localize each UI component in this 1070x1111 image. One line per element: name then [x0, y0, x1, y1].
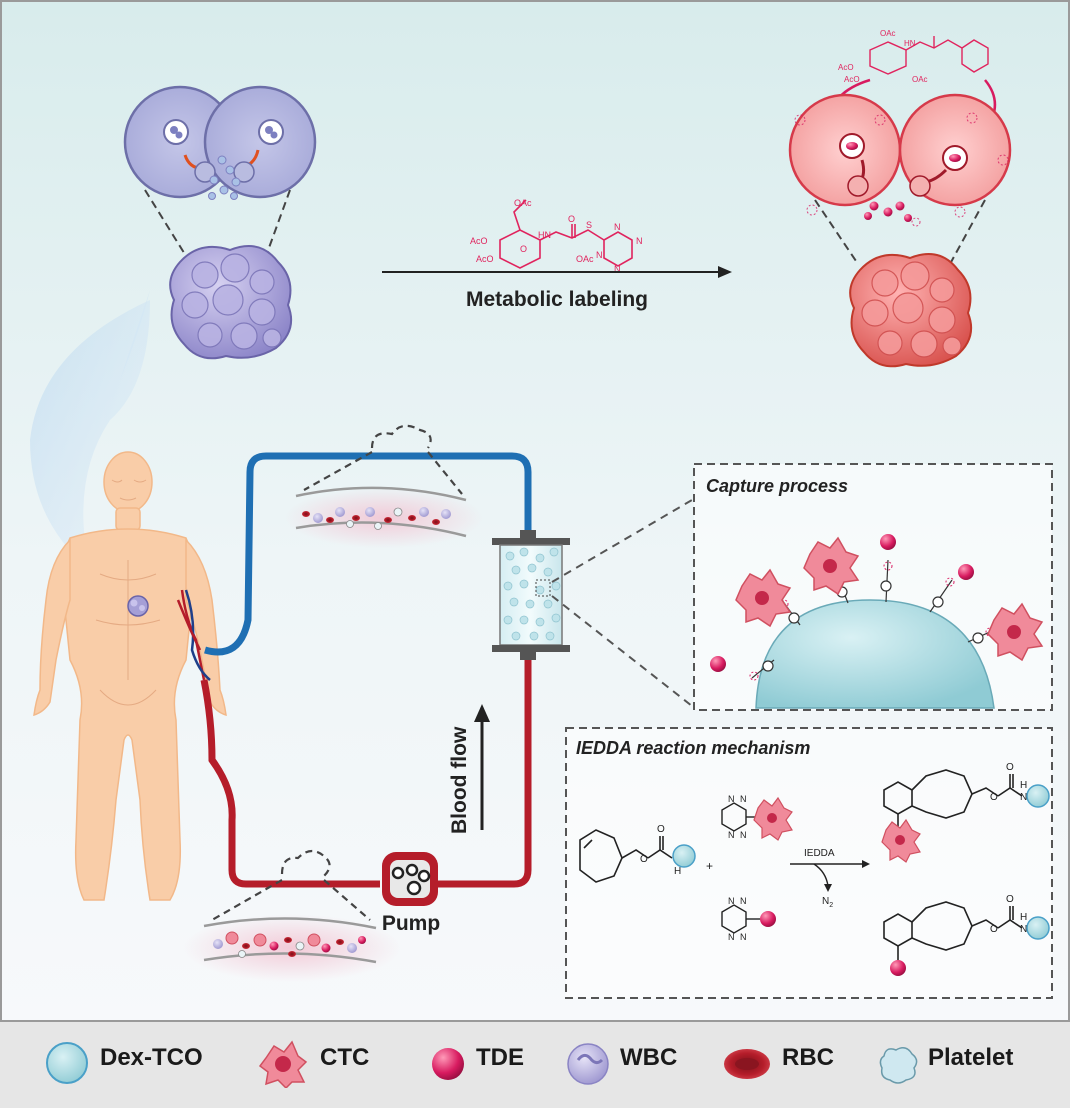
light-beam	[30, 300, 150, 570]
chem-label-o-p2: O	[990, 924, 998, 935]
chem-label-aco-3: AcO	[838, 63, 854, 72]
iedda-title: IEDDA reaction mechanism	[576, 738, 810, 758]
chem-label-oac-2: OAc	[576, 254, 594, 264]
chem-label-tz1-n2: N	[740, 794, 747, 804]
capture-process-box: Capture process	[693, 463, 1053, 711]
chem-label-o2-p1: O	[1006, 762, 1014, 773]
chem-label-o2-p2: O	[1006, 894, 1014, 905]
chem-label-aco-1: AcO	[470, 236, 488, 246]
body-tumor	[127, 595, 149, 617]
chem-label-n-1: N	[614, 222, 621, 232]
chemical-structure-center	[499, 199, 633, 269]
legend-item-wbc: WBC	[566, 1022, 706, 1108]
n2-label: N2	[822, 896, 833, 909]
iedda-arrow-label: IEDDA	[804, 848, 835, 859]
chem-label-h-tco: H	[674, 866, 681, 877]
chem-label-hn-2: HN	[904, 39, 916, 48]
iedda-box: IEDDA reaction mechanism O O H N + N N N…	[565, 727, 1053, 999]
vessel-view-top	[284, 424, 484, 548]
chem-label-tz1-n4: N	[740, 830, 747, 840]
cell-right	[203, 85, 317, 199]
vessel-view-bottom	[182, 849, 402, 982]
blood-flow-arrow-head	[474, 704, 490, 722]
blue-tubing	[204, 452, 532, 656]
chem-label-o-ring-1: O	[520, 244, 527, 254]
chem-label-o-1: O	[568, 214, 575, 224]
chem-label-tz2-n1: N	[728, 896, 735, 906]
exosomes-labeled	[864, 201, 912, 222]
chemical-structure-top-right	[869, 36, 989, 75]
legend-label-rbc: RBC	[782, 1044, 834, 1071]
chem-label-oac-1: OAc	[514, 198, 532, 208]
labeled-cells-group: OAc AcO AcO OAc HN	[788, 29, 1012, 368]
legend-label-ctc: CTC	[320, 1044, 370, 1071]
arm-vessels	[176, 589, 211, 681]
chem-label-n-p2: N	[1020, 924, 1027, 935]
legend-label-tde: TDE	[476, 1044, 524, 1071]
capture-column	[492, 499, 693, 707]
chem-label-n-2: N	[636, 236, 643, 246]
chem-label-n-p1: N	[1020, 792, 1027, 803]
tumor-unlabeled	[169, 245, 292, 360]
chem-label-tz1-n1: N	[728, 794, 735, 804]
blood-flow-label: Blood flow	[448, 726, 471, 834]
legend-label-wbc: WBC	[620, 1044, 678, 1071]
chem-label-aco-2: AcO	[476, 254, 494, 264]
chem-label-hn-1: HN	[538, 230, 551, 240]
chem-label-o-p1: O	[990, 792, 998, 803]
legend-label-platelet: Platelet	[928, 1044, 1014, 1071]
chem-label-o-tco: O	[640, 854, 648, 865]
legend-item-dex-tco: Dex-TCO	[44, 1022, 234, 1108]
legend-item-ctc: CTC	[258, 1022, 398, 1108]
legend-bar: Dex-TCO CTC TDE WBC RBC	[0, 1020, 1070, 1108]
chem-label-oac-4: OAc	[912, 75, 928, 84]
chem-label-s-1: S	[586, 220, 592, 230]
chem-label-h-p2: H	[1020, 912, 1027, 923]
chem-label-tz2-n3: N	[728, 932, 735, 942]
human-body	[33, 451, 227, 901]
chem-label-n-3: N	[614, 264, 621, 274]
plus-sign: +	[706, 859, 713, 873]
legend-item-rbc: RBC	[722, 1022, 862, 1108]
chem-label-tz2-n4: N	[740, 932, 747, 942]
red-tubing-right	[436, 658, 532, 888]
chem-label-n-4: N	[596, 250, 603, 260]
capture-process-title: Capture process	[706, 476, 848, 496]
platelet-icon	[879, 1047, 918, 1084]
wbc-icon	[567, 1043, 609, 1085]
ctc-icon	[258, 1040, 308, 1088]
tumor-labeled	[849, 253, 972, 368]
pump	[382, 852, 438, 906]
tde-icon	[432, 1048, 464, 1080]
exosomes-unlabeled	[208, 155, 241, 200]
chem-label-h-p1: H	[1020, 780, 1027, 791]
red-tubing-left	[200, 679, 380, 888]
dex-tco-icon	[46, 1042, 88, 1084]
chem-label-oac-3: OAc	[880, 29, 896, 38]
legend-item-tde: TDE	[430, 1022, 570, 1108]
rbc-icon	[724, 1049, 770, 1079]
chem-label-aco-4: AcO	[844, 75, 860, 84]
pump-label: Pump	[382, 912, 440, 935]
legend-item-platelet: Platelet	[876, 1022, 1056, 1108]
legend-label-dex-tco: Dex-TCO	[100, 1044, 203, 1071]
chem-label-o-carbonyl: O	[657, 824, 665, 835]
chem-label-tz1-n3: N	[728, 830, 735, 840]
metabolic-labeling-label: Metabolic labeling	[466, 288, 648, 311]
unlabeled-cells-group	[123, 85, 317, 360]
metabolic-arrow-head	[718, 266, 732, 278]
chem-label-tz2-n2: N	[740, 896, 747, 906]
